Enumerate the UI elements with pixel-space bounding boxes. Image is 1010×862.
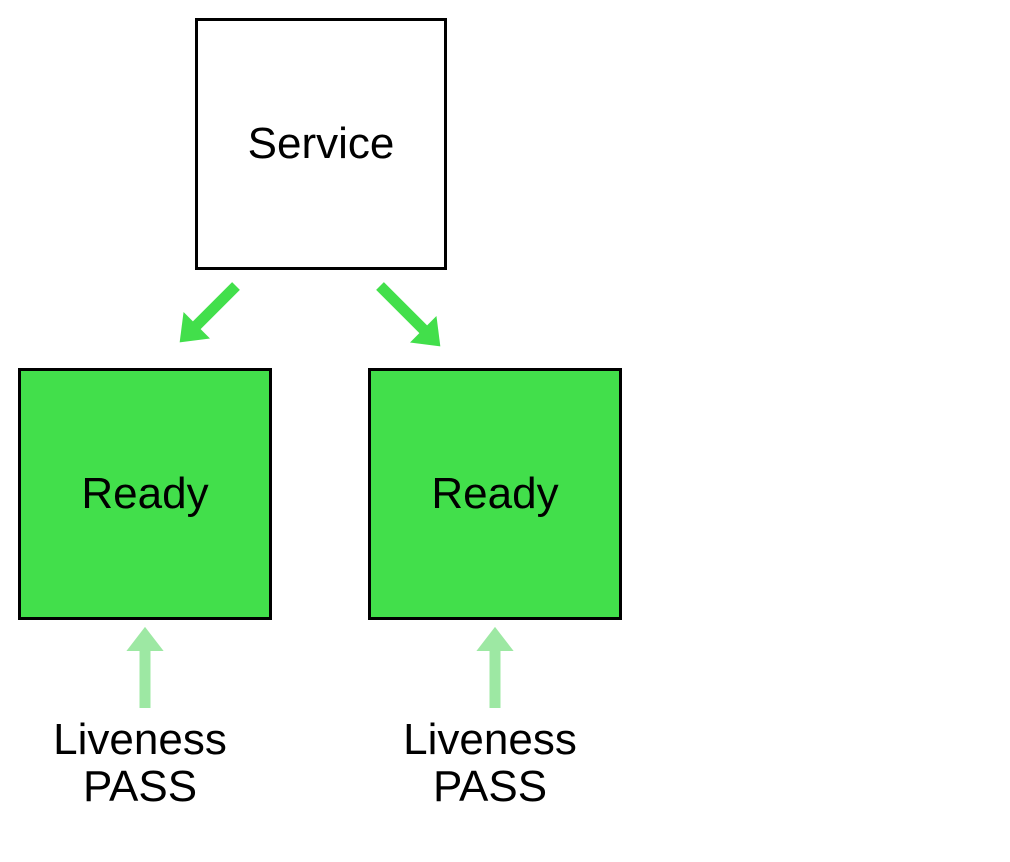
liveness-caption-left-line2: PASS (82, 762, 198, 811)
pod-node-left: Ready (18, 368, 272, 620)
pod-node-left-label: Ready (81, 468, 209, 518)
liveness-caption-left-line1: Liveness (53, 715, 227, 764)
arrow-service-to-pod-right (376, 282, 441, 347)
liveness-caption-right: Liveness PASS (360, 716, 620, 810)
liveness-caption-right-line2: PASS (432, 762, 548, 811)
service-node: Service (195, 18, 447, 270)
pod-node-right: Ready (368, 368, 622, 620)
liveness-caption-right-line1: Liveness (403, 715, 577, 764)
service-node-label: Service (247, 118, 395, 168)
liveness-caption-left: Liveness PASS (10, 716, 270, 810)
arrow-service-to-pod-left (179, 282, 240, 343)
pod-node-right-label: Ready (431, 468, 559, 518)
